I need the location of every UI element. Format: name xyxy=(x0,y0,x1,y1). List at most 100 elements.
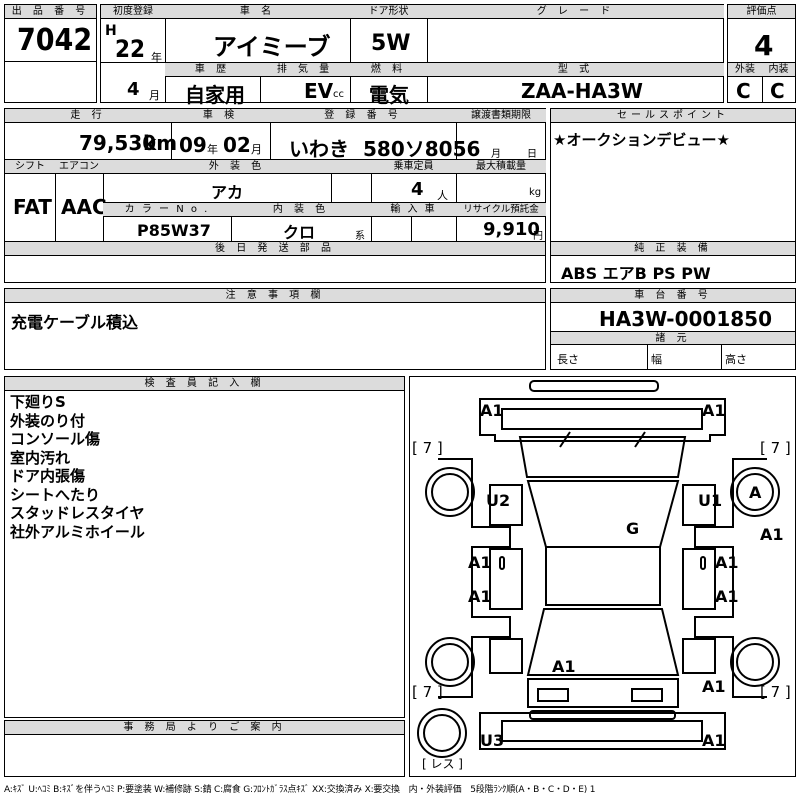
plate-number: 580ソ8056 xyxy=(363,137,481,161)
mileage-label: 走 行 xyxy=(5,109,171,123)
genuine-equipment: ABS エアB PS PW xyxy=(561,264,711,283)
interior-color: クロ xyxy=(283,223,316,242)
damage-mark-u3: U3 xyxy=(480,731,505,750)
door-type: 5W xyxy=(371,31,411,56)
damage-mark-u1: U1 xyxy=(698,491,723,510)
import-label: 輸 入 車 xyxy=(371,203,456,217)
length-label: 長さ xyxy=(557,353,579,366)
capacity-label: 乗車定員 xyxy=(371,160,456,174)
dims-label: 諸 元 xyxy=(551,331,795,345)
int-label: 内装 xyxy=(762,63,795,77)
month-unit: 月 xyxy=(149,89,160,102)
recycle-fee: 9,910 xyxy=(483,219,540,240)
damage-mark-left-door2: A1 xyxy=(468,587,492,606)
chassis-label: 車 台 番 号 xyxy=(551,289,795,303)
later-parts-box: 後 日 発 送 部 品 xyxy=(4,241,546,283)
shift-label: シフト xyxy=(5,160,55,174)
damage-mark-right-door2: A1 xyxy=(715,587,739,606)
lot-number-label: 出 品 番 号 xyxy=(5,5,96,19)
color: アカ xyxy=(211,183,244,202)
transfer-day: 日 xyxy=(527,149,537,160)
inspection-label: 車 検 xyxy=(171,109,270,123)
first-reg-label: 初度登録 xyxy=(101,5,165,19)
inspector-line: 室内汚れ xyxy=(10,448,71,467)
shift: FAT xyxy=(13,195,52,219)
int-color-label: 内 装 色 xyxy=(231,203,371,217)
car-diagram: A1 A1 [ 7 ] [ 7 ] U2 U1 A G A1 A1 A1 A1 … xyxy=(409,376,796,777)
plate-label: 登 録 番 号 xyxy=(270,109,456,123)
selling-point-box: セールスポイント ★オークションデビュー★ xyxy=(550,108,796,242)
damage-mark-right-edge: A1 xyxy=(760,525,784,544)
selling-point: ★オークションデビュー★ xyxy=(553,131,730,149)
lot-number: 7042 xyxy=(17,23,93,58)
tire-tread-rl: [ 7 ] xyxy=(412,683,443,701)
inspector-line: スタッドレスタイヤ xyxy=(10,504,145,522)
genuine-label: 純 正 装 備 xyxy=(551,242,795,256)
damage-mark-u2: U2 xyxy=(486,491,511,510)
ac-label: エアコン xyxy=(55,160,103,174)
damage-mark-left-door1: A1 xyxy=(468,553,492,572)
selling-label: セールスポイント xyxy=(551,109,795,123)
tire-tread-fl: [ 7 ] xyxy=(412,439,443,457)
notes-box: 注 意 事 項 欄 充電ケーブル積込 xyxy=(4,288,546,370)
recycle-label: リサイクル預託金 xyxy=(456,203,546,217)
score-cell: 評価点 4 外装 内装 C C xyxy=(727,4,796,103)
spare-tire-none: [ レス ] xyxy=(422,757,463,771)
damage-mark-roof-rear: A1 xyxy=(552,657,576,676)
car-name-label: 車 名 xyxy=(165,5,350,19)
displacement-label: 排 気 量 xyxy=(260,63,350,77)
height-label: 高さ xyxy=(725,353,747,366)
transfer-month: 月 xyxy=(491,149,501,160)
int-score: C xyxy=(770,79,785,103)
car-outline-drawing xyxy=(417,380,780,758)
inspector-lines: 下廻りS 外装のり付 コンソール傷 室内汚れ ドア内張傷 シートへたり スタッド… xyxy=(10,393,145,541)
transfer-label: 譲渡書類期限 xyxy=(456,109,546,123)
spec-block: 走 行 車 検 登 録 番 号 譲渡書類期限 79,530 km 09 年 02… xyxy=(4,108,546,242)
inspection-month: 02 xyxy=(223,133,251,157)
history: 自家用 xyxy=(185,83,245,107)
first-reg-month: 4 xyxy=(127,79,140,100)
damage-mark-glass: G xyxy=(626,519,640,538)
displacement: EV xyxy=(304,79,334,103)
tire-tread-rr: [ 7 ] xyxy=(760,683,791,701)
color-number: P85W37 xyxy=(137,221,211,240)
model: ZAA-HA3W xyxy=(521,79,643,103)
chassis-box: 車 台 番 号 HA3W-0001850 諸 元 長さ 幅 高さ xyxy=(550,288,796,370)
header-block: 初度登録 車 名 ドア形状 グ レ ー ド H 22 年 アイミーブ 5W 車 … xyxy=(100,4,724,107)
score: 4 xyxy=(754,29,774,62)
door-label: ドア形状 xyxy=(350,5,427,19)
notes-label: 注 意 事 項 欄 xyxy=(5,289,545,303)
legend: A:ｷｽﾞ U:ﾍｺﾐ B:ｷｽﾞを伴うﾍｺﾐ P:要塗装 W:補修跡 S:錆 … xyxy=(4,785,596,795)
ext-label: 外装 xyxy=(728,63,762,77)
int-color-unit: 系 xyxy=(355,231,365,242)
width-label: 幅 xyxy=(651,353,662,366)
capacity-unit: 人 xyxy=(437,189,448,202)
ac: AAC xyxy=(61,195,107,219)
cc-unit: cc xyxy=(333,89,344,100)
fuel-label: 燃 料 xyxy=(350,63,427,77)
model-label: 型 式 xyxy=(427,63,724,77)
plate-area: いわき xyxy=(289,137,349,161)
lot-number-cell: 出 品 番 号 7042 xyxy=(4,4,97,62)
mileage: 79,530 xyxy=(79,131,157,155)
year-unit: 年 xyxy=(151,51,162,64)
insp-month-unit: 月 xyxy=(251,143,262,156)
inspector-line: 社外アルミホイール xyxy=(10,522,145,541)
era: H xyxy=(105,23,117,39)
inspector-line: 下廻りS xyxy=(10,393,66,411)
insp-year-unit: 年 xyxy=(207,143,218,156)
load-label: 最大積載量 xyxy=(456,160,546,174)
inspector-line: ドア内張傷 xyxy=(10,467,86,485)
inspector-line: 外装のり付 xyxy=(10,411,86,430)
damage-mark-right-door1: A1 xyxy=(715,553,739,572)
grade-label: グ レ ー ド xyxy=(427,5,724,19)
color-label: 外 装 色 xyxy=(103,160,371,174)
color-no-label: カ ラ ー N o . xyxy=(103,203,231,217)
office-box: 事 務 局 よ り ご 案 内 xyxy=(4,720,405,777)
car-name: アイミーブ xyxy=(213,33,331,61)
km-unit: km xyxy=(143,131,178,155)
office-label: 事 務 局 よ り ご 案 内 xyxy=(5,721,404,735)
lot-blank-cell xyxy=(4,61,97,103)
inspector-line: シートへたり xyxy=(10,485,101,504)
tire-tread-fr: [ 7 ] xyxy=(760,439,791,457)
